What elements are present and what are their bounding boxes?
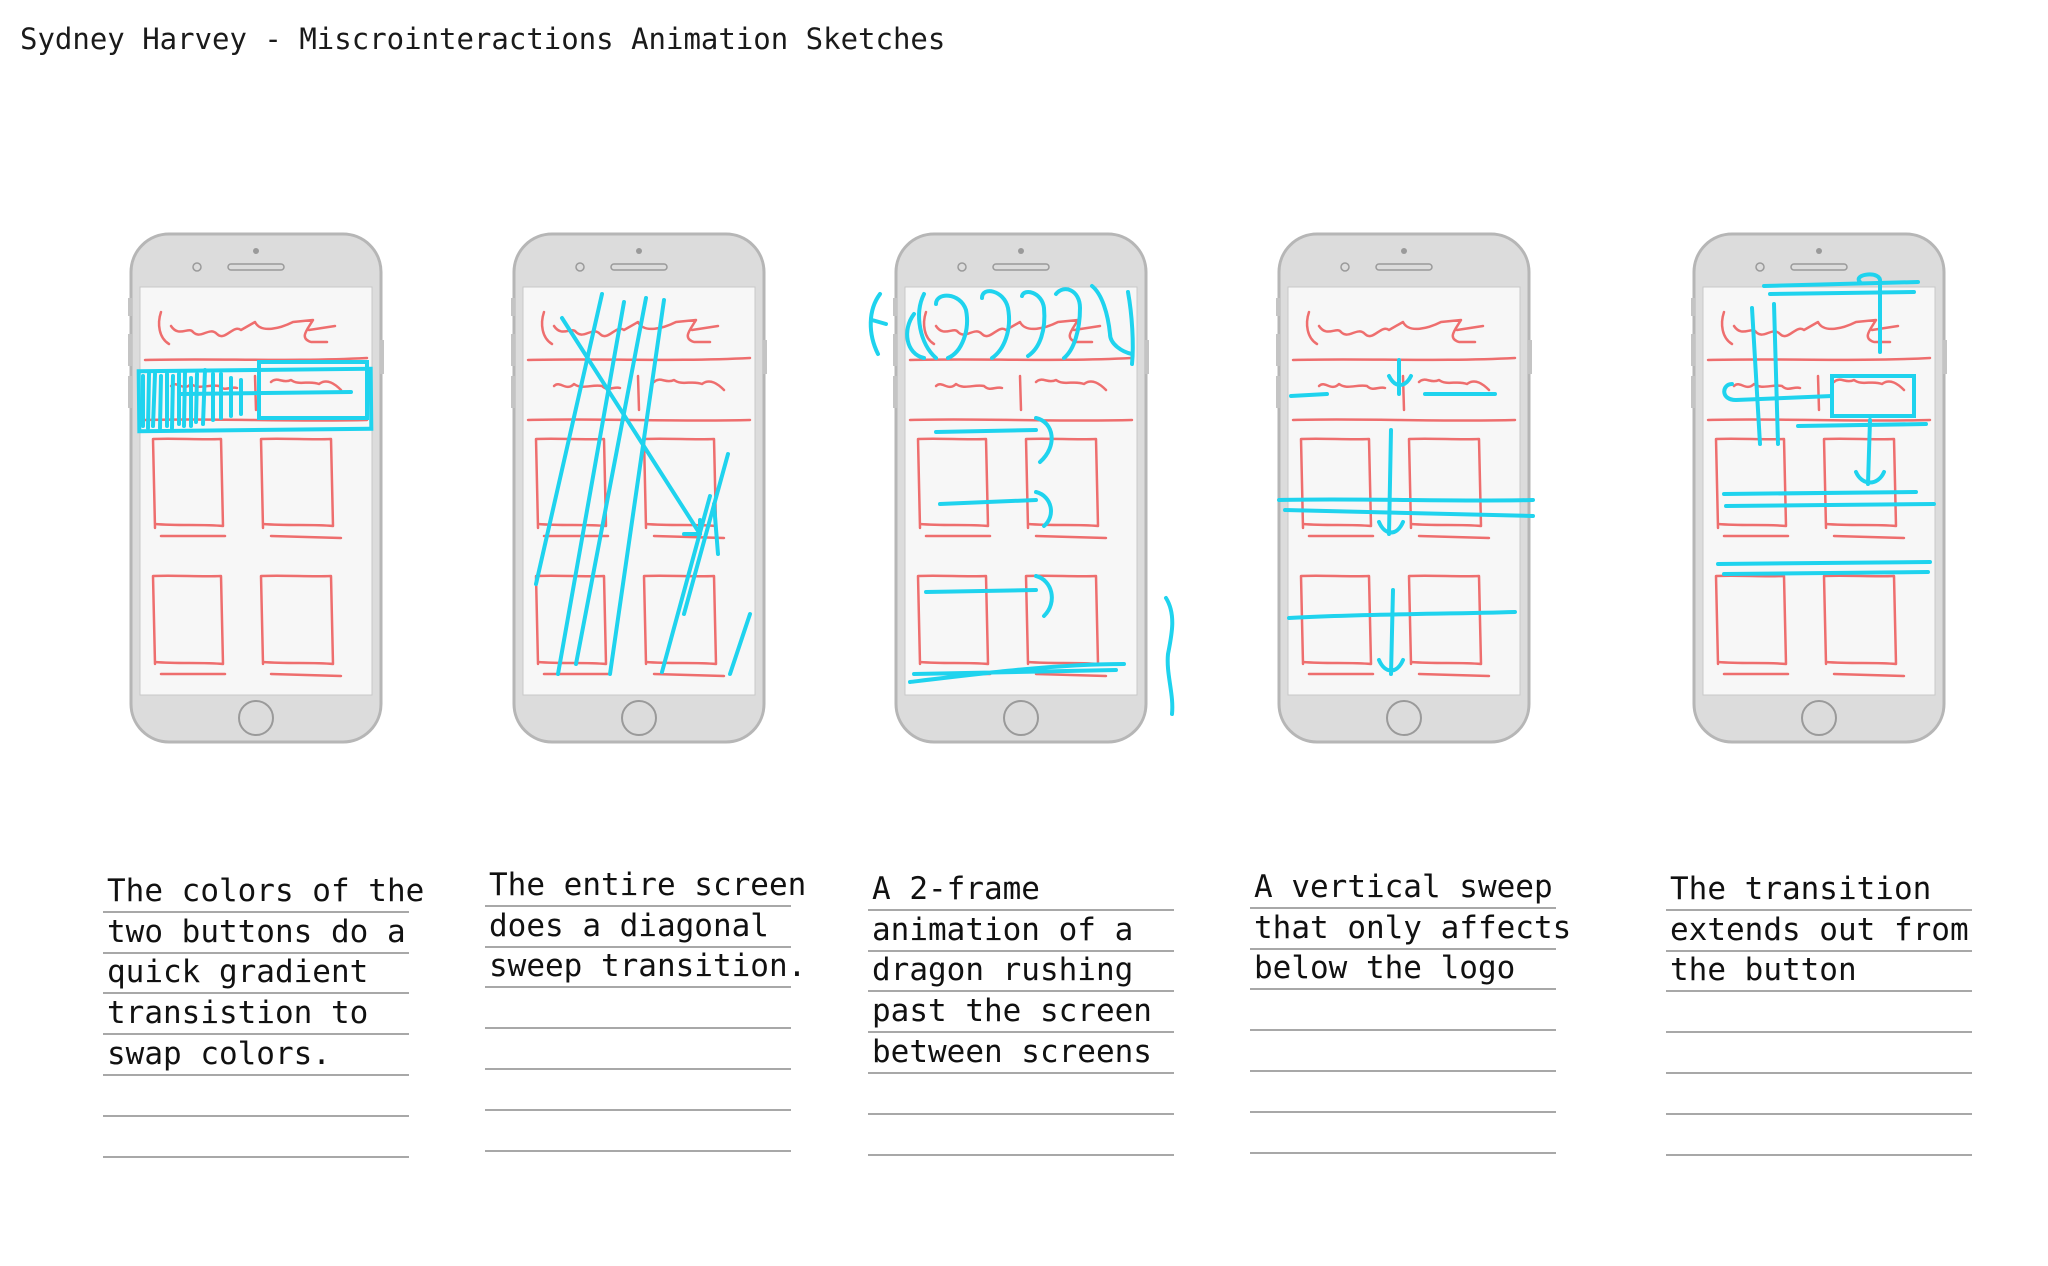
phone-sketch-dragon-rush	[868, 232, 1175, 744]
button-extend-annotation	[1716, 272, 1936, 576]
caption-text: A 2-frame	[872, 870, 1040, 907]
phone-sketch-button-extend	[1689, 232, 1949, 744]
caption-rule	[1250, 1113, 1556, 1154]
caption-rule: the button	[1666, 952, 1972, 993]
caption-rule	[1250, 1072, 1556, 1113]
caption-text: does a diagonal	[489, 907, 769, 944]
caption-rule	[1250, 990, 1556, 1032]
caption-rule: sweep transition.	[485, 948, 806, 989]
caption-rule	[868, 1074, 1174, 1115]
caption-rule: animation of a	[868, 911, 1174, 952]
caption-rule: The colors of the	[103, 872, 424, 913]
caption-text: dragon rushing	[872, 952, 1134, 989]
vertical-sweep-annotation	[1277, 358, 1535, 676]
caption-rule: The entire screen	[485, 866, 806, 907]
caption-rule	[1666, 1033, 1972, 1074]
caption-text: below the logo	[1254, 950, 1516, 987]
caption-rule: that only affects	[1250, 909, 1571, 950]
caption-rule: A 2-frame	[868, 870, 1174, 911]
caption-rule: between screens	[868, 1033, 1174, 1074]
caption-text: quick gradient	[107, 954, 369, 991]
caption-button-extend: The transition extends out from the button	[1666, 870, 1972, 1156]
caption-vertical-sweep: A vertical sweep that only affects below t…	[1250, 868, 1571, 1154]
caption-text: between screens	[872, 1033, 1152, 1070]
caption-rule	[1666, 1115, 1972, 1156]
dragon-rush-annotation	[868, 284, 1175, 716]
caption-text: The colors of the	[107, 872, 425, 909]
caption-rule: The transition	[1666, 870, 1972, 911]
caption-rule	[485, 1111, 791, 1152]
caption-text: that only affects	[1254, 909, 1572, 946]
caption-rule	[1666, 992, 1972, 1034]
caption-text: extends out from	[1670, 911, 1969, 948]
caption-text: A vertical sweep	[1254, 868, 1553, 905]
caption-rule: extends out from	[1666, 911, 1972, 952]
caption-dragon-rush: A 2-frame animation of a dragon rushing pas…	[868, 870, 1174, 1156]
caption-text: The transition	[1670, 870, 1932, 907]
caption-text: past the screen	[872, 993, 1152, 1030]
caption-text: sweep transition.	[489, 948, 807, 985]
caption-text: The entire screen	[489, 866, 807, 903]
caption-rule	[1666, 1074, 1972, 1115]
caption-rule: below the logo	[1250, 950, 1556, 991]
caption-text: the button	[1670, 952, 1857, 989]
caption-text: swap colors.	[107, 1035, 331, 1072]
caption-rule	[485, 1070, 791, 1111]
caption-rule: transistion to	[103, 994, 409, 1036]
caption-rule: past the screen	[868, 992, 1174, 1034]
caption-text: animation of a	[872, 911, 1134, 948]
caption-gradient-swap: The colors of the two buttons do a quick g…	[103, 872, 424, 1158]
phone-sketch-vertical-sweep	[1274, 232, 1535, 744]
phone-sketch-gradient-swap	[126, 232, 386, 744]
caption-rule: does a diagonal	[485, 907, 791, 948]
caption-rule: dragon rushing	[868, 952, 1174, 993]
diagonal-sweep-annotation	[534, 292, 752, 676]
caption-rule	[485, 988, 791, 1030]
caption-text: transistion to	[107, 995, 369, 1032]
caption-rule: A vertical sweep	[1250, 868, 1556, 909]
caption-rule: swap colors.	[103, 1035, 409, 1076]
caption-rule	[485, 1029, 791, 1070]
page-title: Sydney Harvey - Miscrointeractions Anima…	[20, 22, 946, 56]
caption-diagonal-sweep: The entire screen does a diagonal sweep tr…	[485, 866, 806, 1152]
caption-rule	[868, 1115, 1174, 1156]
caption-rule	[103, 1076, 409, 1117]
caption-text: two buttons do a	[107, 913, 406, 950]
caption-rule: two buttons do a	[103, 913, 409, 954]
caption-rule: quick gradient	[103, 954, 409, 995]
caption-rule	[1250, 1031, 1556, 1072]
caption-rule	[103, 1117, 409, 1158]
phone-sketch-diagonal-sweep	[509, 232, 769, 744]
gradient-swap-annotation	[136, 360, 374, 434]
